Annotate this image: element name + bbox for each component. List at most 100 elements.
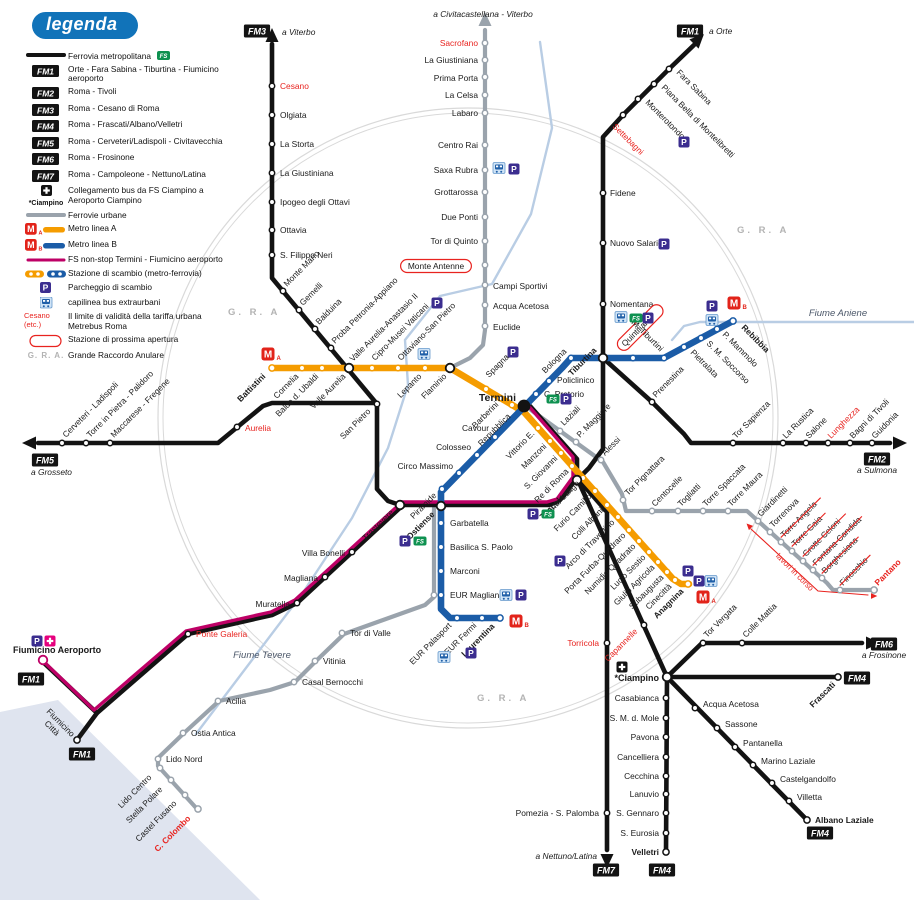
line-metro-a [268, 364, 693, 588]
station-dot [321, 573, 329, 581]
map-text: Aurelia [245, 423, 271, 433]
line-swatch [24, 50, 68, 61]
parking-icon: P [527, 508, 539, 520]
station-dot [836, 586, 844, 594]
station-dot [481, 141, 489, 149]
map-text: Olgiata [280, 110, 307, 120]
station-dot [591, 487, 599, 495]
station-label: EUR Magliana [450, 590, 504, 600]
direction-label: a Orte [709, 26, 733, 36]
station-label: Ipogeo degli Ottavi [280, 197, 350, 207]
map-text: P [563, 394, 569, 404]
station-dot [834, 673, 842, 681]
station-label: Monte Antenne [400, 258, 472, 274]
station-dot [491, 433, 499, 441]
station-label: Saxa Rubra [434, 165, 479, 175]
station-label: Tor di Valle [350, 628, 391, 638]
station-dot [635, 537, 643, 545]
station-dot [156, 764, 164, 772]
legend-item: capilinea bus extraurbani [24, 296, 238, 309]
map-text: B [525, 623, 530, 629]
station-dot [268, 198, 276, 206]
station-dot [481, 301, 489, 309]
line-roma-nord [449, 27, 488, 370]
strike-line [780, 497, 822, 538]
parking-icon: P [515, 589, 527, 601]
legend-title: legenda [32, 12, 138, 39]
station-dot [481, 39, 489, 47]
map-text: P [510, 347, 516, 357]
map-text: FM4 [848, 674, 866, 684]
station-dot [724, 507, 732, 515]
station-dot [481, 281, 489, 289]
map-text: Ipogeo degli Ottavi [280, 197, 350, 207]
map-text: Circo Massimo [398, 461, 454, 471]
legend-label: Roma - Cerveteri/Ladispoli - Civitavecch… [68, 135, 223, 146]
station-dot [662, 733, 670, 741]
direction-label: a Viterbo [282, 27, 316, 37]
strike-line [839, 554, 871, 586]
map-text: FM4 [811, 829, 829, 839]
station-dot [453, 614, 461, 622]
map-text: FS [544, 513, 552, 519]
direction-arrow [871, 593, 878, 599]
station-dot [768, 779, 776, 787]
legend-label: Metro linea A [68, 223, 117, 234]
map-text: Termini [479, 392, 516, 404]
map-text: Albano Laziale [815, 815, 874, 825]
station-dot [749, 761, 757, 769]
station-dot [640, 621, 648, 629]
gra-swatch: G. R. A. [27, 351, 65, 361]
parking-icon: P [431, 297, 443, 309]
map-text: FM3 [248, 27, 266, 37]
legend-label: Stazione di scambio (metro-ferrovia) [68, 267, 202, 278]
fm-badge-swatch: FM5 [24, 136, 68, 150]
station-label: Castelgandolfo [780, 774, 836, 784]
station-dot [557, 449, 565, 457]
station-dot [809, 566, 817, 574]
station-label: Marconi [450, 566, 480, 576]
bus-terminal-icon [437, 651, 451, 663]
legend-item: G. R. A.Grande Raccordo Anulare [24, 350, 238, 361]
station-dot [697, 334, 705, 342]
station-dot [603, 501, 611, 509]
map-text: Sassone [725, 719, 758, 729]
gra-label: G. R. A [737, 225, 786, 236]
station-dot [481, 73, 489, 81]
map-text: P [402, 536, 408, 546]
parking-icon: P [24, 282, 68, 294]
fm-badge-swatch: FM2 [24, 86, 68, 100]
map-text: P [681, 137, 687, 147]
station-label: *Ciampino [614, 673, 659, 683]
station-dot [394, 364, 402, 372]
map-text: P [685, 566, 691, 576]
station-dot [699, 639, 707, 647]
map-text: Castelgandolfo [780, 774, 836, 784]
legend-label: capilinea bus extraurbani [68, 296, 161, 307]
map-text: a Orte [709, 26, 733, 36]
bus-link-icon [44, 635, 56, 647]
station-dot [478, 614, 486, 622]
station-dot [268, 251, 276, 259]
station-dot [293, 599, 301, 607]
fm-badge-fm1: FM1 [17, 672, 45, 686]
station-dot [674, 507, 682, 515]
station-label: Acqua Acetosa [493, 301, 549, 311]
station-dot-interchange [343, 362, 355, 374]
station-label: Labaro [452, 108, 478, 118]
legend-item: Stazione di prossima apertura [24, 334, 238, 348]
map-text: Campi Sportivi [493, 281, 548, 291]
bus-terminal-icon [492, 162, 506, 174]
map-text: La Giustiniana [424, 55, 478, 65]
station-dot [481, 237, 489, 245]
legend-label: Parcheggio di scambio [68, 282, 152, 293]
station-dot [482, 385, 490, 393]
